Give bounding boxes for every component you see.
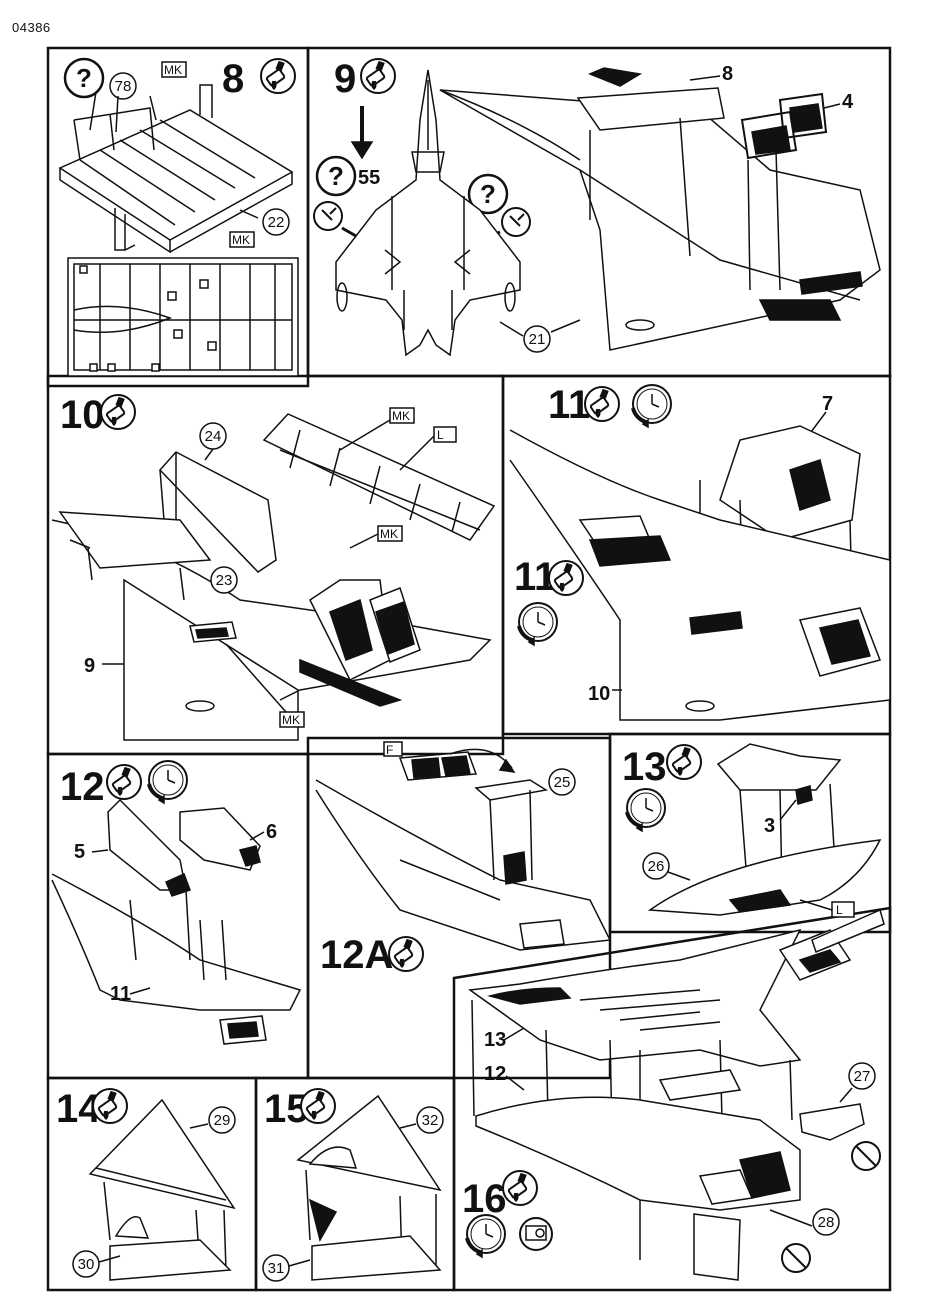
step-8-number: 8 (222, 57, 244, 101)
glue-icon (389, 937, 423, 971)
step-10-number: 10 (60, 393, 105, 437)
svg-text:29: 29 (214, 1112, 231, 1129)
step-15: 15 32 31 (263, 1087, 443, 1281)
step-9: 9 ? 55 ? 21 (314, 57, 880, 355)
glue-icon (503, 1171, 537, 1205)
svg-text:21: 21 (529, 331, 546, 348)
svg-text:MK: MK (392, 409, 410, 423)
svg-text:24: 24 (205, 428, 222, 445)
svg-text:?: ? (328, 161, 344, 191)
svg-text:28: 28 (818, 1214, 835, 1231)
glue-icon (585, 387, 619, 421)
step-11-number: 11 (548, 383, 590, 427)
svg-text:32: 32 (422, 1112, 439, 1129)
glue-icon (667, 745, 701, 779)
svg-text:4: 4 (842, 91, 854, 113)
svg-text:MK: MK (380, 527, 398, 541)
svg-text:MK: MK (232, 233, 250, 247)
step-12a: F 25 12A (316, 742, 610, 977)
svg-text:L: L (836, 903, 843, 917)
glue-icon (107, 765, 141, 799)
step-12a-number: 12A (320, 933, 393, 977)
clock-icon (519, 603, 557, 645)
svg-text:8: 8 (722, 63, 733, 85)
svg-text:11: 11 (110, 983, 131, 1005)
svg-text:12: 12 (484, 1063, 506, 1085)
svg-text:30: 30 (78, 1256, 95, 1273)
svg-text:22: 22 (268, 214, 285, 231)
svg-text:25: 25 (554, 774, 571, 791)
clock-icon (627, 789, 665, 831)
step-13: 13 3 26 L (622, 744, 880, 917)
svg-text:10: 10 (588, 683, 610, 705)
glue-icon (93, 1089, 127, 1123)
svg-text:31: 31 (268, 1260, 285, 1277)
svg-text:L: L (437, 428, 444, 442)
glue-icon (549, 561, 583, 595)
step-8: 8 ? 78 MK 22 MK (60, 57, 298, 376)
svg-text:F: F (386, 743, 393, 757)
step-10: 10 24 MK L (52, 393, 494, 740)
glue-tip-icon (502, 208, 530, 236)
step-11: 11 7 11 10 (510, 383, 890, 720)
svg-text:26: 26 (648, 858, 665, 875)
clock-icon (149, 761, 187, 803)
clock-icon (467, 1215, 505, 1257)
step-13-number: 13 (622, 745, 667, 789)
svg-text:3: 3 (764, 815, 775, 837)
svg-text:13: 13 (484, 1029, 506, 1051)
svg-text:MK: MK (282, 713, 300, 727)
svg-text:78: 78 (115, 78, 132, 95)
svg-text:27: 27 (854, 1068, 871, 1085)
step-12-number: 12 (60, 765, 105, 809)
glue-icon (101, 395, 135, 429)
svg-text:9: 9 (84, 655, 95, 677)
svg-text:23: 23 (216, 572, 233, 589)
no-glue-icon (782, 1244, 810, 1272)
step-12: 12 5 6 11 (52, 761, 300, 1044)
svg-text:6: 6 (266, 821, 277, 843)
svg-text:MK: MK (164, 63, 182, 77)
glue-icon (301, 1089, 335, 1123)
clock-icon (633, 385, 671, 427)
glue-tip-icon (314, 202, 342, 230)
tape-icon (520, 1218, 552, 1250)
svg-text:?: ? (76, 63, 92, 93)
svg-text:5: 5 (74, 841, 85, 863)
step-14: 14 29 30 (56, 1087, 235, 1280)
glue-icon (361, 59, 395, 93)
glue-icon (261, 59, 295, 93)
step-9-number: 9 (334, 57, 356, 101)
svg-text:55: 55 (358, 167, 380, 189)
no-glue-icon (852, 1142, 880, 1170)
svg-text:?: ? (480, 179, 496, 209)
svg-text:7: 7 (822, 393, 833, 415)
